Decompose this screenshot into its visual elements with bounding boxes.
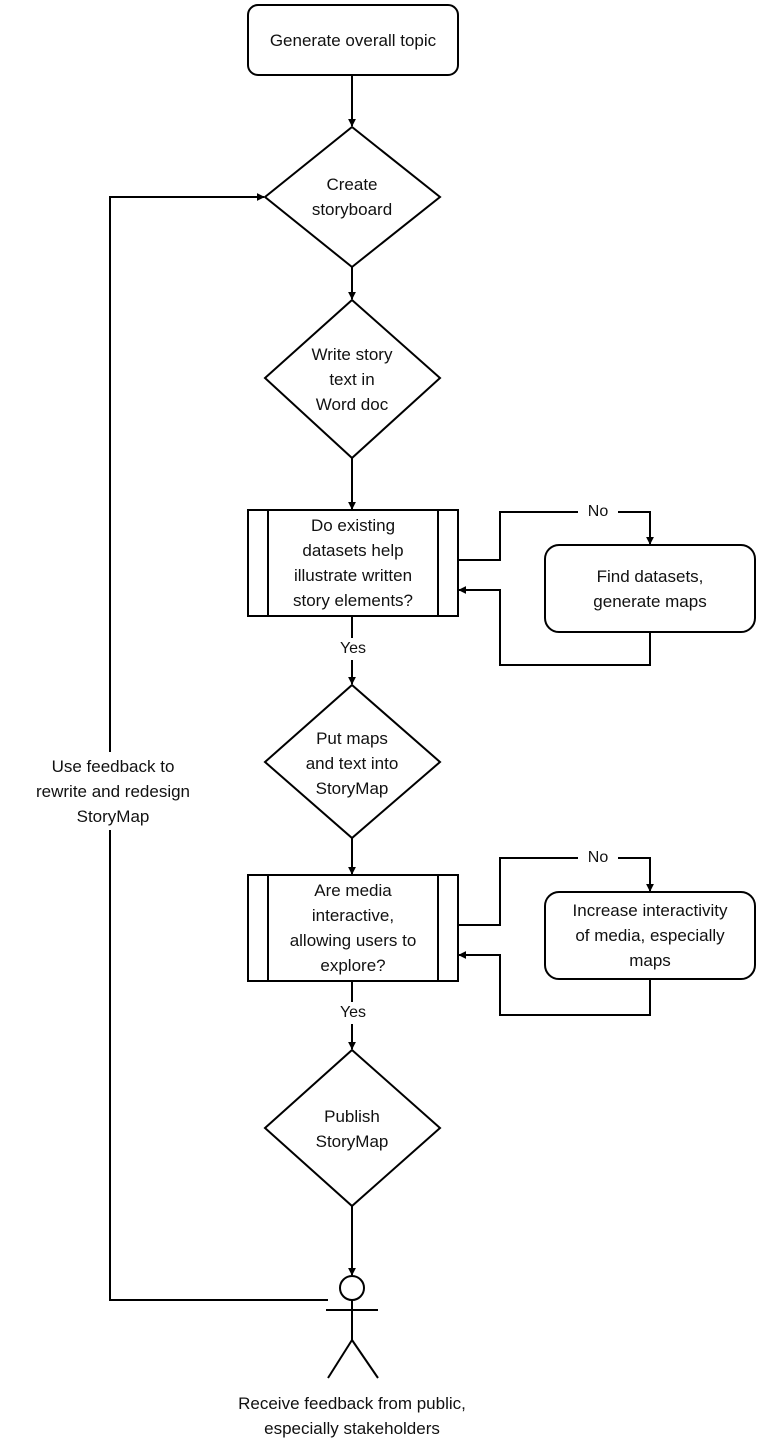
edge-feedback-loop xyxy=(109,193,328,1301)
media-question-box xyxy=(247,874,459,982)
datasets-question-label: Do existing datasets help illustrate wri… xyxy=(293,516,413,610)
media-yes-label: Yes xyxy=(339,1004,367,1021)
publish-label: Publish StoryMap xyxy=(315,1107,389,1151)
media-no-label: No xyxy=(587,849,609,866)
increase-interactivity-label: Increase interactivity of media, especia… xyxy=(572,901,728,970)
edge-find-datasets-return xyxy=(458,586,651,666)
write-story-label: Write story text in Word doc xyxy=(311,344,393,414)
edge-interactivity-return xyxy=(458,951,651,1016)
edge-media-no xyxy=(458,857,654,926)
edge-datasets-no xyxy=(458,511,654,561)
find-datasets-label: Find datasets, generate maps xyxy=(593,566,707,611)
actor-icon xyxy=(326,1275,379,1379)
receive-feedback-label: Receive feedback from public, especially… xyxy=(238,1394,466,1438)
media-question-label: Are media interactive, allowing users to… xyxy=(289,881,417,975)
datasets-yes-label: Yes xyxy=(339,640,367,657)
datasets-no-label: No xyxy=(587,503,609,520)
put-maps-label: Put maps and text into StoryMap xyxy=(305,728,399,798)
create-storyboard-label: Create storyboard xyxy=(311,175,393,219)
generate-topic-label: Generate overall topic xyxy=(269,30,437,50)
feedback-loop-label: Use feedback to rewrite and redesign Sto… xyxy=(35,756,191,826)
